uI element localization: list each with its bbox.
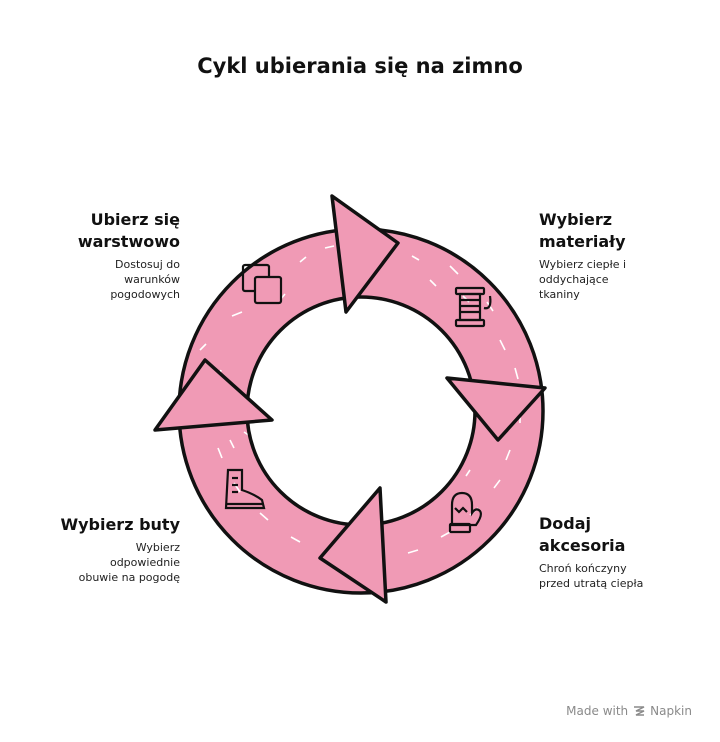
desc-line: Dostosuj do	[115, 258, 180, 271]
desc-line: pogodowych	[110, 288, 180, 301]
step-choose-shoes: Wybierz buty Wybierz odpowiednie obuwie …	[60, 514, 180, 585]
step-heading: materiały	[539, 232, 626, 251]
step-description: Wybierz ciepłe i oddychające tkaniny	[539, 257, 626, 302]
desc-line: odpowiednie	[109, 556, 180, 569]
ring-inner-outline	[245, 295, 477, 527]
diagram-title: Cykl ubierania się na zimno	[197, 54, 523, 78]
arrowhead-left	[153, 358, 274, 432]
desc-line: warunków	[124, 273, 180, 286]
step-add-accessories: Dodaj akcesoria Chroń kończyny przed utr…	[539, 513, 643, 591]
desc-line: przed utratą ciepła	[539, 577, 644, 590]
desc-line: oddychające	[539, 273, 609, 286]
napkin-logo-icon	[634, 706, 645, 716]
made-with-text: Made with	[566, 704, 629, 718]
step-heading: Dodaj	[539, 514, 592, 533]
step-layer-up: Ubierz się warstwowo Dostosuj do warunkó…	[78, 209, 180, 302]
step-heading: Wybierz	[539, 210, 613, 229]
layers-icon	[241, 263, 283, 305]
step-heading: warstwowo	[77, 232, 180, 251]
step-description: Dostosuj do warunków pogodowych	[78, 257, 180, 302]
desc-line: Wybierz ciepłe i	[539, 258, 627, 271]
desc-line: Wybierz	[135, 541, 180, 554]
step-choose-materials: Wybierz materiały Wybierz ciepłe i oddyc…	[539, 209, 626, 302]
desc-line: tkaniny	[539, 288, 580, 301]
boot-icon	[224, 468, 266, 510]
arrowhead-right	[445, 376, 547, 442]
napkin-watermark: Made with Napkin	[566, 704, 692, 718]
desc-line: Chroń kończyny	[539, 562, 627, 575]
napkin-brand: Napkin	[650, 704, 692, 718]
step-heading: akcesoria	[539, 536, 626, 555]
desc-line: obuwie na pogodę	[78, 571, 180, 584]
mitten-icon	[448, 491, 482, 534]
step-description: Wybierz odpowiednie obuwie na pogodę	[60, 540, 180, 585]
thread-spool-icon	[454, 286, 492, 328]
arrowhead-bottom	[318, 486, 388, 604]
arrowhead-top	[330, 194, 400, 314]
step-description: Chroń kończyny przed utratą ciepła	[539, 561, 643, 591]
step-heading: Ubierz się	[90, 210, 180, 229]
step-heading: Wybierz buty	[60, 515, 180, 534]
